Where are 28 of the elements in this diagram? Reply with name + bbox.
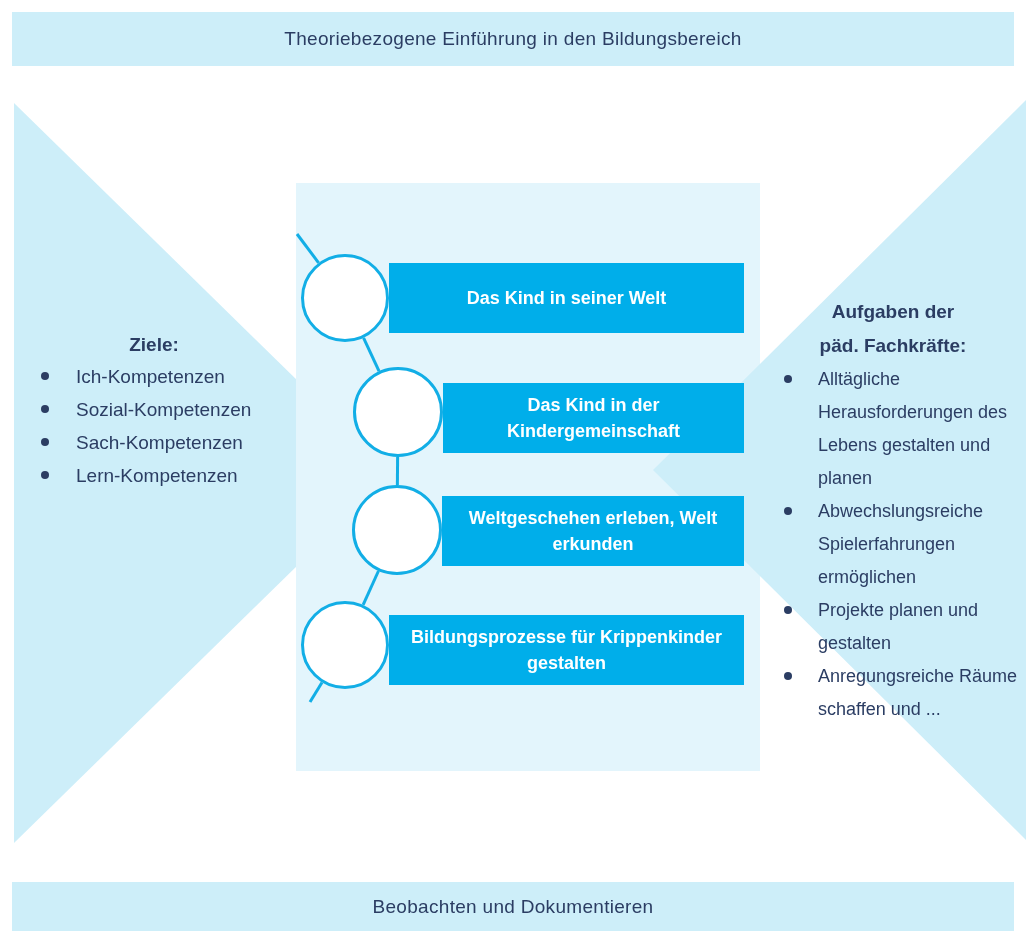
topic-label: Weltgeschehen erleben, Welt erkunden [467, 507, 719, 556]
list-item: Anregungsreiche Räume schaffen und ... [818, 665, 1019, 721]
topic-label: Das Kind in seiner Welt [466, 287, 667, 310]
list-item: Alltägliche Herausforderungen des Lebens gestalten und planen [818, 368, 1009, 490]
band-label: Beobachten und Dokumentieren [372, 895, 654, 918]
list-item: Ich-Kompetenzen [76, 365, 226, 389]
topic-label: Das Kind in der Kindergemeinschaft [505, 394, 681, 443]
title-band [12, 882, 1014, 931]
panel-background [296, 183, 760, 771]
topic-bar [443, 383, 744, 453]
connector-line [308, 681, 324, 703]
list-item: Projekte planen und gestalten [818, 599, 980, 655]
topic-bar [389, 615, 744, 685]
connector-line [295, 233, 320, 264]
list-heading: Aufgaben der päd. Fachkräfte: [818, 300, 968, 358]
connector-line [362, 337, 381, 372]
topic-bar [389, 263, 744, 333]
band-label: Theoriebezogene Einführung in den Bildungsbereich [284, 28, 742, 50]
connector-line [395, 457, 400, 485]
connector-line [361, 570, 380, 606]
list-item: Lern-Kompetenzen [76, 464, 239, 488]
list-item: Abwechslungsreiche Spielerfahrungen ermöglichen [818, 500, 985, 589]
list-item: Sozial-Kompetenzen [76, 398, 253, 422]
topic-label: Bildungsprozesse für Krippenkinder gestalten [409, 626, 723, 675]
list-item: Sach-Kompetenzen [76, 431, 244, 455]
title-band [12, 12, 1014, 66]
list-heading: Ziele: [128, 333, 180, 357]
topic-bar [442, 496, 744, 566]
